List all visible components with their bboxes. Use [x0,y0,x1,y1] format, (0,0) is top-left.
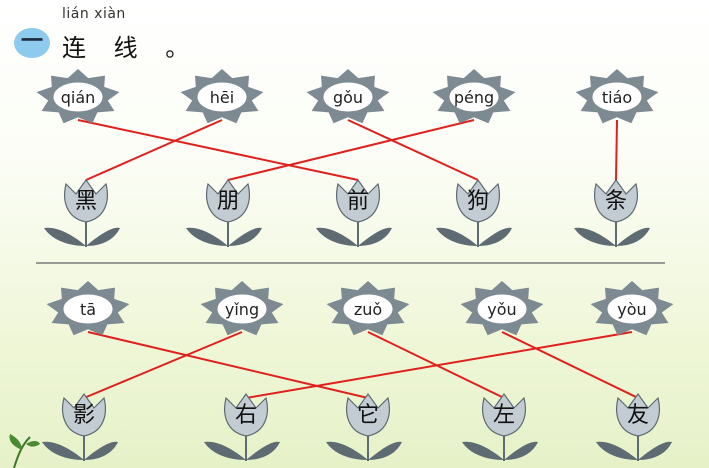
tulip-bloom [456,178,500,223]
pinyin-label: yǐng [225,300,259,319]
matching-lines [77,119,639,399]
tulip-bloom [62,392,106,437]
tulip-leaves [44,227,120,246]
match-line[interactable] [245,331,633,399]
tulip-leaves [436,227,512,246]
pinyin-label: tiáo [602,88,632,107]
sprout-icon [9,434,40,468]
character-label: 条 [605,189,627,214]
character-tulip[interactable]: 前 [316,178,392,247]
pinyin-cloud[interactable]: yòu [590,281,674,336]
character-label: 右 [235,403,257,428]
match-line[interactable] [347,119,479,181]
character-label: 朋 [217,189,239,214]
character-tulip[interactable]: 条 [574,178,650,247]
cloud-center [62,293,114,325]
tulip-bloom [594,178,638,223]
section-number-badge: 一 [14,28,50,58]
character-tulip[interactable]: 右 [204,392,280,461]
tulip-bloom [224,392,268,437]
character-tulip[interactable]: 黑 [44,178,120,247]
match-line[interactable] [501,331,639,399]
match-line[interactable] [87,331,369,399]
cloud-center [606,293,658,325]
cloud-center [216,293,268,325]
cloud-center [196,81,248,113]
cloud-center [448,81,500,113]
cloud-center [322,81,374,113]
character-label: 影 [73,403,95,428]
match-line[interactable] [615,119,618,181]
character-label: 它 [357,403,379,428]
character-label: 前 [347,189,369,214]
pinyin-label: yǒu [487,300,516,319]
tulip-bloom [206,178,250,223]
tulip-leaves [42,441,118,460]
pinyin-clouds: qián hēi gǒu péng tiáo tā yǐng zuǒ yǒu yòu [36,69,674,336]
tulip-bloom [336,178,380,223]
title-pinyin: lián xiàn [62,6,126,22]
exercise-title: 连 线 。 [62,34,200,62]
pinyin-label: hēi [210,88,234,107]
tulip-leaves [462,441,538,460]
pinyin-label: zuǒ [354,300,382,319]
tulip-leaves [574,227,650,246]
tulip-leaves [186,227,262,246]
section-number: 一 [20,29,43,54]
tulip-leaves [326,441,402,460]
cloud-center [476,293,528,325]
character-tulip[interactable]: 左 [462,392,538,461]
match-line[interactable] [77,119,359,181]
character-label: 左 [493,403,515,428]
pinyin-cloud[interactable]: tiáo [575,69,659,124]
pinyin-label: péng [454,88,494,107]
cloud-center [591,81,643,113]
pinyin-cloud[interactable]: péng [432,69,516,124]
pinyin-label: tā [80,300,96,319]
pinyin-label: yòu [617,300,646,319]
match-line[interactable] [83,331,243,399]
character-label: 黑 [75,189,97,214]
tulip-leaves [316,227,392,246]
tulip-bloom [482,392,526,437]
character-tulip[interactable]: 朋 [186,178,262,247]
cloud-center [52,81,104,113]
tulip-leaves [596,441,672,460]
character-tulip[interactable]: 它 [326,392,402,461]
pinyin-cloud[interactable]: yǒu [460,281,544,336]
pinyin-label: qián [61,88,96,107]
pinyin-cloud[interactable]: yǐng [200,281,284,336]
pinyin-cloud[interactable]: gǒu [306,69,390,124]
tulip-bloom [64,178,108,223]
pinyin-cloud[interactable]: zuǒ [326,281,410,336]
cloud-center [342,293,394,325]
pinyin-cloud[interactable]: hēi [180,69,264,124]
pinyin-cloud[interactable]: qián [36,69,120,124]
tulip-bloom [616,392,660,437]
character-tulip[interactable]: 影 [42,392,118,461]
character-tulips: 黑 朋 前 狗 条影 右 它 左 友 [42,178,672,461]
character-tulip[interactable]: 狗 [436,178,512,247]
pinyin-label: gǒu [333,88,363,107]
tulip-leaves [204,441,280,460]
tulip-bloom [346,392,390,437]
character-label: 狗 [467,189,489,214]
pinyin-cloud[interactable]: tā [46,281,130,336]
character-tulip[interactable]: 友 [596,392,672,461]
match-line[interactable] [227,119,475,181]
character-label: 友 [627,403,649,428]
match-line[interactable] [85,119,223,181]
